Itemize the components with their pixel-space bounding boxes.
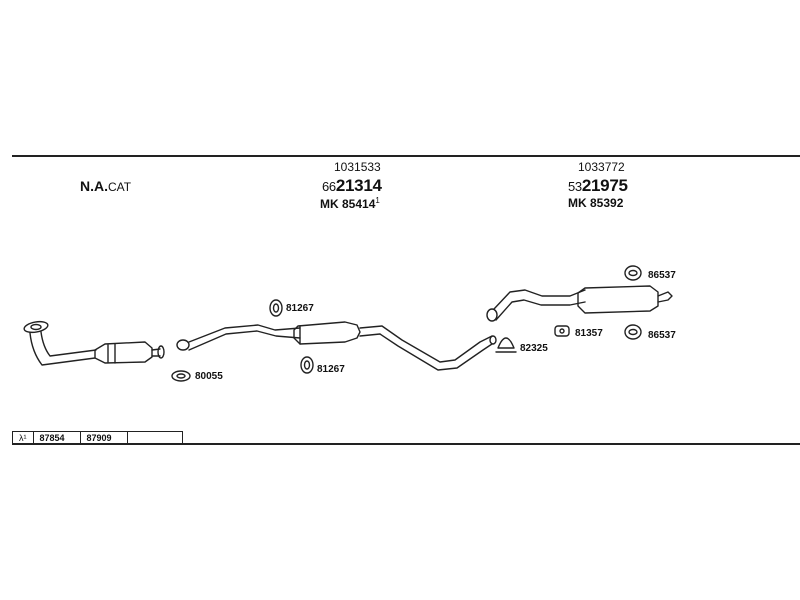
clamp-part: [495, 337, 517, 353]
label-hanger-rear-top: 86537: [648, 270, 676, 281]
top-rule: [12, 155, 800, 157]
section-2-mk: MK 85392: [568, 196, 624, 210]
legend-cell-2: 87909: [79, 431, 128, 444]
section-2-part: 5321975: [568, 176, 628, 195]
label-clamp: 82325: [520, 343, 548, 354]
bracket-rear-part: [554, 325, 570, 337]
intermediate-pipe: [176, 324, 301, 351]
hanger-rear-bottom-part: [624, 324, 642, 340]
section-2-ref: 1033772: [578, 160, 625, 174]
label-bracket-rear: 81357: [575, 328, 603, 339]
bottom-rule: [12, 443, 800, 445]
section-1-mk: MK 854141: [320, 196, 380, 211]
legend-symbol: λ¹: [12, 431, 34, 444]
middle-silencer: [293, 321, 361, 345]
label-hanger-rear-bottom: 86537: [648, 330, 676, 341]
front-pipe: [23, 320, 97, 366]
catalytic-converter: [94, 341, 165, 364]
section-1-ref: 1031533: [334, 160, 381, 174]
label-hanger-mid-top: 81267: [286, 303, 314, 314]
cat-suffix: CAT: [108, 180, 132, 194]
label-hanger-mid-bottom: 81267: [317, 364, 345, 375]
cat-label: N.A.CAT: [80, 178, 131, 194]
hanger-rear-top-part: [624, 265, 642, 281]
legend-table: λ¹ 87854 87909: [12, 431, 183, 444]
rear-silencer: [486, 285, 673, 322]
hanger-mid-top-part: [269, 299, 283, 317]
gasket-front-part: [171, 370, 191, 382]
label-gasket-front: 80055: [195, 371, 223, 382]
hanger-mid-bottom-part: [300, 356, 314, 374]
rear-pipe: [359, 325, 497, 371]
legend-cell-3: [126, 431, 183, 444]
legend-cell-1: 87854: [32, 431, 81, 444]
section-1-part: 6621314: [322, 176, 382, 195]
cat-main: N.A.: [80, 178, 108, 194]
